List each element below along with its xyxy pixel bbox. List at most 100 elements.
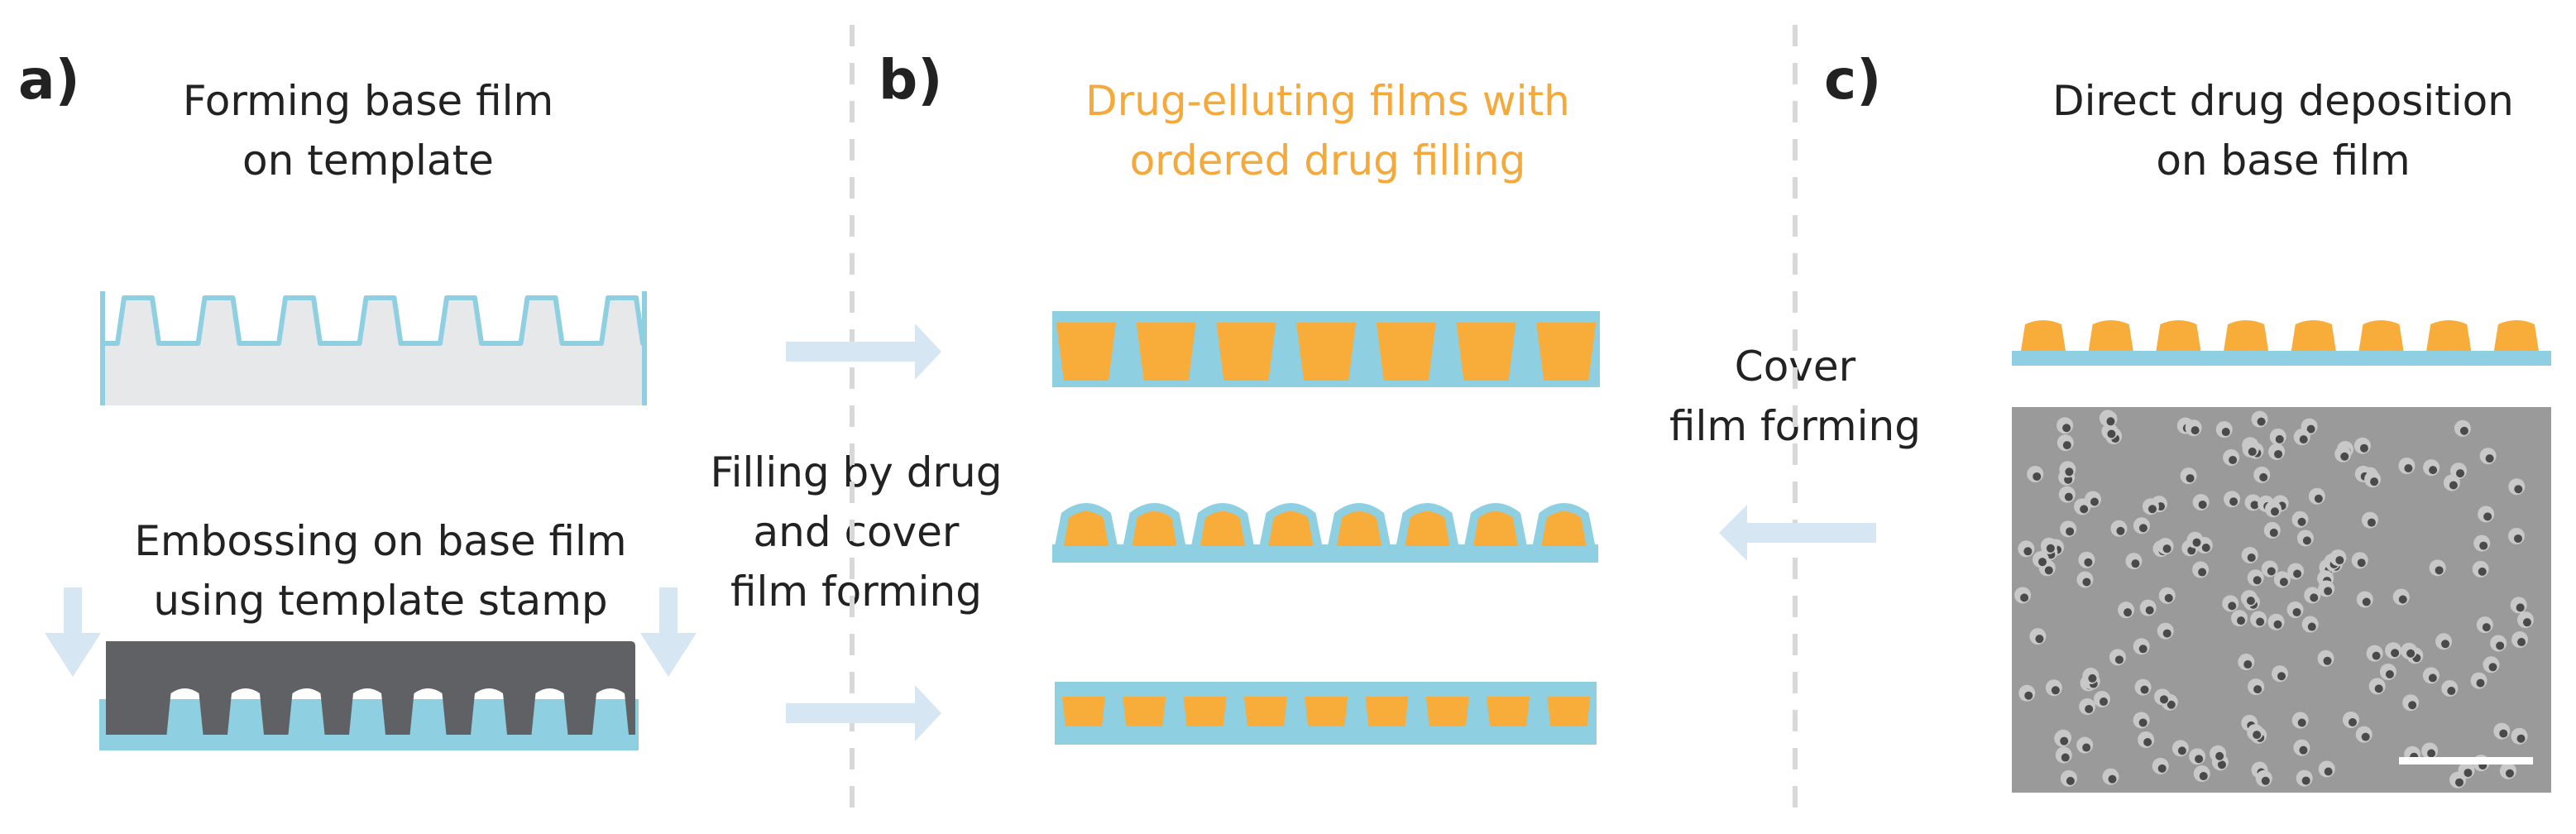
sem-particle-core xyxy=(2108,774,2117,784)
film-1-drug-well xyxy=(1376,323,1436,381)
sem-particle-core xyxy=(2201,544,2210,553)
sem-particle-core xyxy=(2159,695,2168,704)
film-1-drug-well xyxy=(1056,323,1116,381)
sem-particle-core xyxy=(2348,717,2357,726)
sem-particle-core xyxy=(2505,769,2514,778)
sem-particle-core xyxy=(2229,455,2238,464)
sem-particle-core xyxy=(2517,638,2526,647)
film-2-drug-dome xyxy=(1200,511,1245,546)
sem-particle-core xyxy=(2164,593,2173,602)
sem-particle-core xyxy=(2302,536,2311,545)
sem-particle-core xyxy=(2140,685,2149,694)
sem-particle-core xyxy=(2107,429,2116,439)
sem-particle-core xyxy=(2516,734,2526,743)
right-arrow-icon xyxy=(915,324,941,380)
sem-particle-core xyxy=(2270,507,2279,516)
deposited-drug-dot xyxy=(2291,320,2336,351)
sem-particle-core xyxy=(2033,472,2042,481)
sem-particle-core xyxy=(2292,607,2301,616)
panel-a-title-line-1: Forming base film xyxy=(182,77,554,125)
arrow-to-film-1-shaft xyxy=(786,342,917,362)
sem-particle-core xyxy=(2085,705,2094,714)
deposited-drug-dot xyxy=(2224,320,2269,351)
film-2-drug-dome xyxy=(1064,511,1108,546)
sem-particle-core xyxy=(2066,776,2075,785)
film-3-drug-pocket xyxy=(1547,697,1591,726)
sem-particle-core xyxy=(2447,686,2456,695)
sem-particle-core xyxy=(2138,524,2147,533)
sem-particle-core xyxy=(2406,649,2416,658)
sem-particle-core xyxy=(2229,497,2238,506)
sem-particle-core xyxy=(2367,518,2376,527)
sem-particle-core xyxy=(2228,602,2237,611)
arrow-from-c-shaft xyxy=(1745,523,1876,543)
sem-particle-core xyxy=(2195,755,2204,764)
sem-particle-core xyxy=(2522,618,2531,627)
sem-particle-core xyxy=(2513,534,2522,543)
sem-particle-core xyxy=(2273,620,2282,629)
sem-particle-core xyxy=(2408,701,2417,710)
sem-particle-core xyxy=(2456,469,2465,478)
sem-particle-core xyxy=(2488,663,2497,672)
sem-particle-core xyxy=(2476,678,2485,688)
film-1-drug-well xyxy=(1136,323,1196,381)
embossing-base-film xyxy=(99,699,639,750)
sem-particle-core xyxy=(2301,776,2310,785)
sem-particle-core xyxy=(2060,736,2069,745)
arrow-to-film-3-shaft xyxy=(786,703,917,723)
sem-particle-core xyxy=(2062,441,2071,450)
sem-particle-core xyxy=(2482,623,2491,632)
sem-particle-core xyxy=(2065,467,2074,477)
sem-particle-core xyxy=(2088,673,2097,683)
sem-particle-core xyxy=(2243,660,2253,669)
deposited-drug-dot xyxy=(2088,320,2133,351)
sem-particle-core xyxy=(2162,544,2171,554)
film-2-drug-dome xyxy=(1473,511,1518,546)
deposited-drug-dot xyxy=(2426,320,2472,351)
sem-particle-core xyxy=(2250,501,2259,510)
sem-particle-core xyxy=(2359,443,2368,453)
sem-particle-core xyxy=(2449,481,2458,490)
sem-particle-core xyxy=(2035,635,2044,644)
sem-particle-core xyxy=(2455,778,2464,787)
sem-particle-core xyxy=(2114,655,2124,664)
sem-particle-core xyxy=(2191,426,2200,435)
template-stamp xyxy=(106,641,635,735)
film-2-drug-dome xyxy=(1337,511,1381,546)
sem-particle-core xyxy=(2046,544,2055,553)
film-3-drug-pocket xyxy=(1487,697,1530,726)
sem-particle-core xyxy=(2082,743,2091,752)
sem-particle-core xyxy=(2478,567,2487,576)
panel-b-side-line-1: Filling by drug xyxy=(710,448,1003,496)
sem-particle-core xyxy=(2429,466,2438,475)
sem-particle-core xyxy=(2357,558,2366,568)
sem-particle-core xyxy=(2307,622,2316,631)
sem-particle-core xyxy=(2340,452,2349,461)
sem-particle-core xyxy=(2335,556,2344,565)
sem-particle-core xyxy=(2116,526,2125,535)
sem-particle-core xyxy=(2177,746,2186,755)
film-3-drug-pocket xyxy=(1365,697,1409,726)
sem-particle-core xyxy=(2253,576,2262,585)
sem-particle-core xyxy=(2256,617,2265,626)
film-2-base xyxy=(1052,544,1598,563)
sem-particle-core xyxy=(2427,749,2436,758)
sem-particle-core xyxy=(2306,424,2315,434)
sem-particle-core xyxy=(2215,751,2224,760)
sem-particle-core xyxy=(2277,672,2286,681)
panel-b-title: Drug-elluting films with ordered drug fi… xyxy=(1005,71,1650,190)
sem-particle-core xyxy=(2324,767,2333,776)
sem-particle-core xyxy=(2162,629,2171,638)
panel-b-side-label: Filling by drug and cover film forming xyxy=(678,443,1034,621)
sem-particle-core xyxy=(2253,731,2262,740)
sem-particle-core xyxy=(2463,769,2473,778)
sem-particle-core xyxy=(2496,641,2505,650)
template-ridges xyxy=(103,298,644,405)
sem-particle-core xyxy=(2391,649,2400,658)
sem-particle-core xyxy=(2199,772,2208,781)
sem-particle-core xyxy=(2187,546,2196,555)
film-3-drug-pocket xyxy=(1425,697,1469,726)
film-1-drug-well xyxy=(1536,323,1597,381)
film-1-drug-well xyxy=(1296,323,1357,381)
